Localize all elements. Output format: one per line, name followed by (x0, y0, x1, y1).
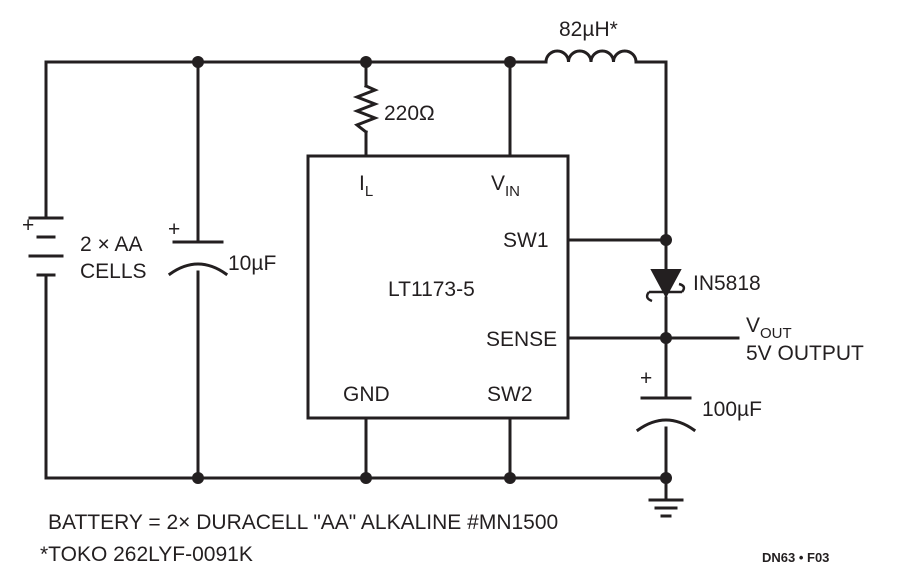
battery-label-line2: CELLS (80, 260, 147, 283)
output-voltage-label: 5V OUTPUT (746, 342, 864, 365)
ic-name-label: LT1173-5 (388, 278, 475, 301)
junction-dot (192, 472, 204, 484)
cout-label: 100µF (702, 398, 762, 421)
battery-note: BATTERY = 2× DURACELL "AA" ALKALINE #MN1… (48, 511, 558, 534)
pin-sw1-label: SW1 (503, 229, 549, 252)
cin-plus-sign: + (168, 218, 180, 241)
cout-plus-sign: + (640, 367, 652, 390)
junctions (192, 56, 672, 484)
junction-dot (360, 472, 372, 484)
junction-dot (660, 234, 672, 246)
resistor-label: 220Ω (384, 102, 435, 125)
figure-id: DN63 • F03 (762, 550, 829, 565)
inductor-to-sw1-wire (634, 60, 668, 242)
pin-vin-label: VIN (491, 172, 520, 200)
battery-plus-sign: + (22, 214, 34, 237)
inductor-label: 82µH* (559, 18, 618, 41)
ground-symbol (648, 498, 684, 518)
diode-label: IN5818 (693, 272, 761, 295)
cin-capacitor-symbol (167, 240, 229, 277)
junction-dot (660, 332, 672, 344)
junction-dot (504, 56, 516, 68)
junction-dot (360, 56, 372, 68)
inductor-note: *TOKO 262LYF-0091K (40, 543, 253, 566)
diode-symbol (645, 269, 686, 303)
pin-sw2-label: SW2 (487, 383, 533, 406)
junction-dot (504, 472, 516, 484)
inductor-symbol (544, 49, 638, 64)
battery-label-line1: 2 × AA (80, 233, 142, 256)
cout-capacitor-symbol (635, 396, 697, 433)
battery-symbol (28, 216, 64, 282)
pin-gnd-label: GND (343, 383, 390, 406)
ic-body (306, 154, 570, 420)
pin-sense-label: SENSE (486, 328, 557, 351)
pin-il-label: IL (359, 172, 373, 200)
junction-dot (192, 56, 204, 68)
junction-dot (660, 472, 672, 484)
resistor-symbol (352, 84, 380, 135)
vout-label: VOUT (746, 314, 792, 342)
cin-label: 10µF (228, 252, 276, 275)
